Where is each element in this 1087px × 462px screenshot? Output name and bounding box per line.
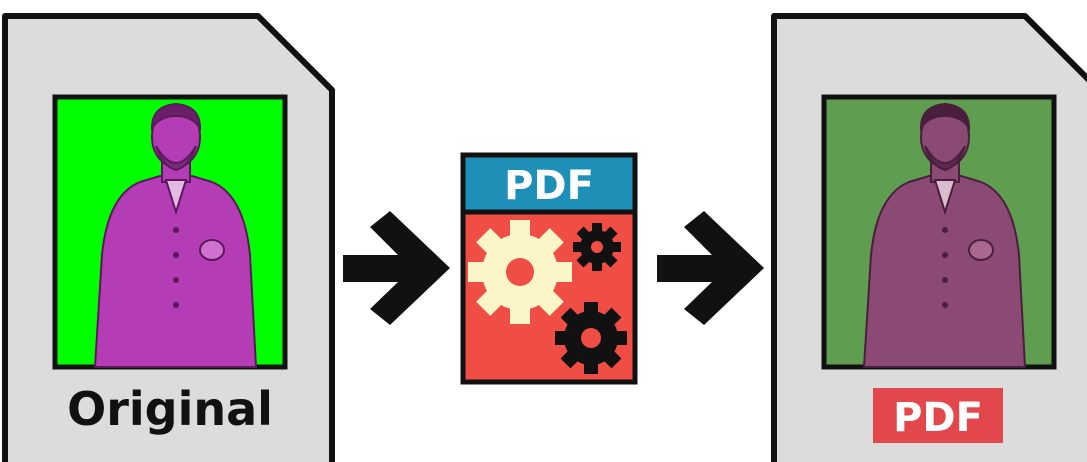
small-gear-icon [573, 223, 621, 271]
gear-icon [468, 220, 572, 324]
pdf-badge-text: PDF [893, 395, 983, 441]
medium-gear-icon [555, 302, 627, 374]
pdf-converter: PDF [463, 155, 635, 382]
converter-header-text: PDF [504, 163, 594, 209]
arrow-right-icon [657, 211, 764, 325]
original-document: Original [5, 16, 332, 462]
arrow-right-icon [343, 211, 450, 325]
original-label: Original [67, 382, 273, 436]
output-document: PDF [774, 16, 1087, 462]
